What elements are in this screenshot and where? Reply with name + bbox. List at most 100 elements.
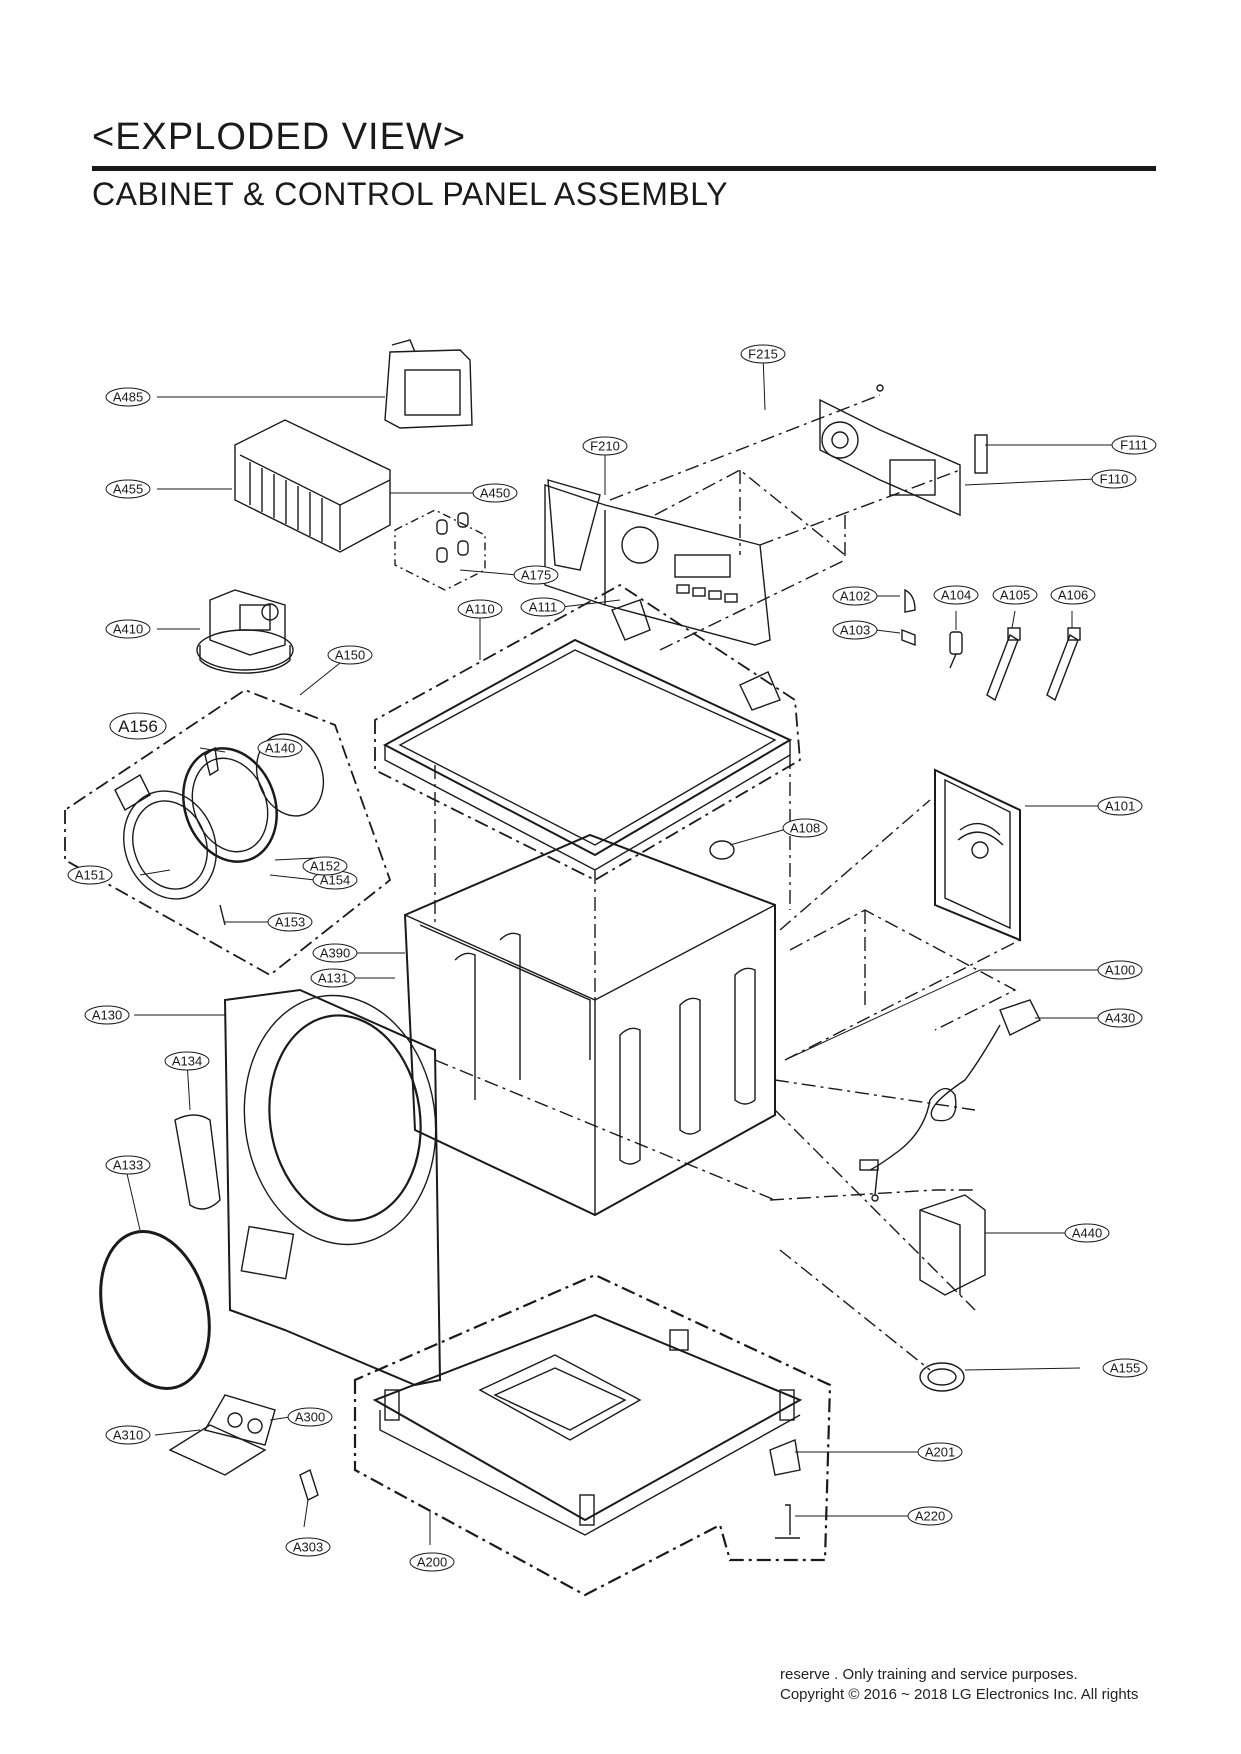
callout-label: A101 bbox=[1105, 799, 1135, 814]
a155-plug-drawing bbox=[919, 1362, 965, 1392]
page-subtitle: CABINET & CONTROL PANEL ASSEMBLY bbox=[92, 176, 729, 212]
callout-label: F215 bbox=[748, 347, 778, 362]
callout-label: F110 bbox=[1100, 472, 1129, 487]
callout-a390: A390 bbox=[312, 943, 358, 963]
callout-a154: A154 bbox=[312, 870, 358, 890]
callout-a410: A410 bbox=[105, 619, 151, 639]
callout-a220: A220 bbox=[907, 1506, 953, 1526]
callout-label: A111 bbox=[529, 600, 557, 615]
callout-label: A155 bbox=[1110, 1361, 1140, 1376]
callout-label: A485 bbox=[113, 390, 143, 405]
callout-a303: A303 bbox=[285, 1537, 331, 1557]
cabinet-drawing bbox=[403, 833, 776, 1217]
callout-label: A110 bbox=[465, 602, 494, 617]
callout-a485: A485 bbox=[105, 387, 151, 407]
callout-label: A200 bbox=[417, 1555, 447, 1570]
callout-a151: A151 bbox=[67, 865, 113, 885]
a133-ring-drawing bbox=[99, 1230, 211, 1390]
callout-label: A455 bbox=[113, 482, 143, 497]
callout-label: A430 bbox=[1105, 1011, 1135, 1026]
callout-label: A310 bbox=[113, 1428, 143, 1443]
callout-label: A140 bbox=[265, 741, 295, 756]
callout-a200: A200 bbox=[409, 1552, 455, 1572]
callout-label: A300 bbox=[295, 1410, 325, 1425]
a440-box-drawing bbox=[919, 1194, 986, 1296]
callout-a156: A156 bbox=[109, 712, 167, 740]
callout-a106: A106 bbox=[1050, 585, 1096, 605]
base-frame-drawing bbox=[372, 1313, 803, 1536]
callout-a201: A201 bbox=[917, 1442, 963, 1462]
footer-line-1: reserve . Only training and service purp… bbox=[780, 1666, 1078, 1683]
callout-a300: A300 bbox=[287, 1407, 333, 1427]
footer-line-2: Copyright © 2016 ~ 2018 LG Electronics I… bbox=[780, 1686, 1139, 1703]
callout-a110: A110 bbox=[457, 599, 503, 619]
callout-a440: A440 bbox=[1064, 1223, 1110, 1243]
callout-label: A152 bbox=[310, 859, 340, 874]
callout-a131: A131 bbox=[310, 968, 356, 988]
callout-label: A175 bbox=[521, 568, 551, 583]
callout-label: A106 bbox=[1058, 588, 1088, 603]
callout-label: A105 bbox=[1000, 588, 1030, 603]
callout-label: A201 bbox=[925, 1445, 955, 1460]
a150-group-outline bbox=[64, 688, 392, 977]
callout-a105: A105 bbox=[992, 585, 1038, 605]
callout-label: A440 bbox=[1072, 1226, 1102, 1241]
callout-label: A410 bbox=[113, 622, 143, 637]
front-panel-drawing bbox=[223, 988, 442, 1387]
callout-label: A108 bbox=[790, 821, 820, 836]
callout-f215: F215 bbox=[740, 344, 786, 364]
callout-label: A151 bbox=[75, 868, 105, 883]
callout-a152: A152 bbox=[302, 856, 348, 876]
callout-a134: A134 bbox=[164, 1051, 210, 1071]
small-parts-drawing bbox=[901, 588, 1081, 702]
callout-label: A303 bbox=[293, 1540, 323, 1555]
callout-f110: F110 bbox=[1091, 469, 1137, 489]
callout-a100: A100 bbox=[1097, 960, 1143, 980]
callout-a450: A450 bbox=[472, 483, 518, 503]
callout-label: F111 bbox=[1120, 438, 1148, 453]
part-a455-drawing bbox=[234, 419, 391, 553]
callout-label: A154 bbox=[320, 873, 350, 888]
callout-label: A134 bbox=[172, 1054, 202, 1069]
back-panel-drawing bbox=[934, 768, 1021, 942]
a200-group-outline bbox=[353, 1273, 832, 1597]
callout-a111: A111 bbox=[520, 597, 566, 617]
top-cover-drawing bbox=[382, 599, 793, 871]
callout-a104: A104 bbox=[933, 585, 979, 605]
callout-label: A102 bbox=[840, 589, 870, 604]
callout-a130: A130 bbox=[84, 1005, 130, 1025]
callout-label: A450 bbox=[480, 486, 510, 501]
callout-label: A104 bbox=[941, 588, 971, 603]
callout-label: A103 bbox=[840, 623, 870, 638]
callout-a155: A155 bbox=[1102, 1358, 1148, 1378]
callout-label: A156 bbox=[118, 717, 158, 736]
callout-a103: A103 bbox=[832, 620, 878, 640]
callout-a455: A455 bbox=[105, 479, 151, 499]
part-a450-drawing bbox=[394, 509, 486, 591]
callout-a150: A150 bbox=[327, 645, 373, 665]
callout-a175: A175 bbox=[513, 565, 559, 585]
callout-a108: A108 bbox=[782, 818, 828, 838]
control-panel-drawing bbox=[544, 479, 771, 646]
callout-a140: A140 bbox=[257, 738, 303, 758]
callout-label: A100 bbox=[1105, 963, 1135, 978]
callout-label: A153 bbox=[275, 915, 305, 930]
callout-f111: F111 bbox=[1111, 435, 1157, 455]
callout-label: A150 bbox=[335, 648, 365, 663]
callout-a430: A430 bbox=[1097, 1008, 1143, 1028]
callout-label: A133 bbox=[113, 1158, 143, 1173]
callout-label: F210 bbox=[590, 439, 620, 454]
callout-label: A220 bbox=[915, 1509, 945, 1524]
pcb-drawing bbox=[819, 384, 988, 517]
a110-group-outline bbox=[374, 583, 801, 882]
door-parts-drawing bbox=[114, 733, 325, 926]
callout-a102: A102 bbox=[832, 586, 878, 606]
power-cord-drawing bbox=[859, 999, 1041, 1202]
callout-a310: A310 bbox=[105, 1425, 151, 1445]
a134-drawing bbox=[174, 1114, 221, 1210]
detergent-box-drawing bbox=[168, 1394, 276, 1476]
callout-a133: A133 bbox=[105, 1155, 151, 1175]
callout-label: A130 bbox=[92, 1008, 122, 1023]
callout-label: A131 bbox=[318, 971, 348, 986]
